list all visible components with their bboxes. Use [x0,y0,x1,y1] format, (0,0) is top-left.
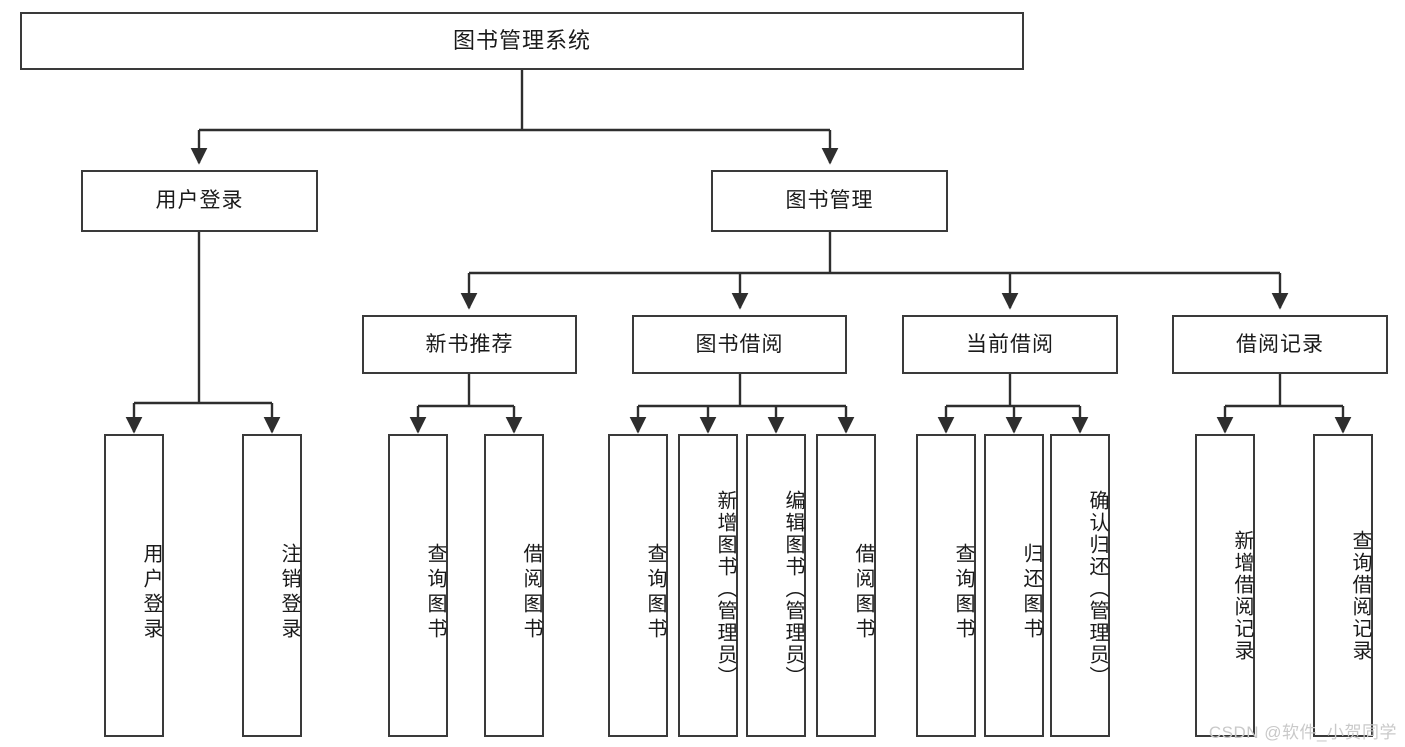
node-root[interactable]: 图书管理系统 [20,12,1024,70]
node-leaf-return-book[interactable]: 归还图书 [984,434,1044,737]
node-book-manage[interactable]: 图书管理 [711,170,948,232]
node-leaf-query-book-1[interactable]: 查询图书 [388,434,448,737]
node-leaf-confirm-return[interactable]: 确认归还（管理员） [1050,434,1110,737]
node-leaf-query-book-3[interactable]: 查询图书 [916,434,976,737]
node-leaf-add-book[interactable]: 新增图书（管理员） [678,434,738,737]
node-leaf-add-record[interactable]: 新增借阅记录 [1195,434,1255,737]
node-leaf-query-book-2[interactable]: 查询图书 [608,434,668,737]
node-leaf-query-record[interactable]: 查询借阅记录 [1313,434,1373,737]
node-leaf-user-login[interactable]: 用户登录 [104,434,164,737]
node-new-book-recommend[interactable]: 新书推荐 [362,315,577,374]
watermark-text: CSDN @软件_小贺同学 [1208,723,1397,742]
node-leaf-edit-book[interactable]: 编辑图书（管理员） [746,434,806,737]
node-user-login[interactable]: 用户登录 [81,170,318,232]
node-borrow-record[interactable]: 借阅记录 [1172,315,1388,374]
node-leaf-borrow-book-1[interactable]: 借阅图书 [484,434,544,737]
node-leaf-logout-login[interactable]: 注销登录 [242,434,302,737]
node-book-borrow[interactable]: 图书借阅 [632,315,847,374]
node-leaf-borrow-book-2[interactable]: 借阅图书 [816,434,876,737]
node-current-borrow[interactable]: 当前借阅 [902,315,1118,374]
